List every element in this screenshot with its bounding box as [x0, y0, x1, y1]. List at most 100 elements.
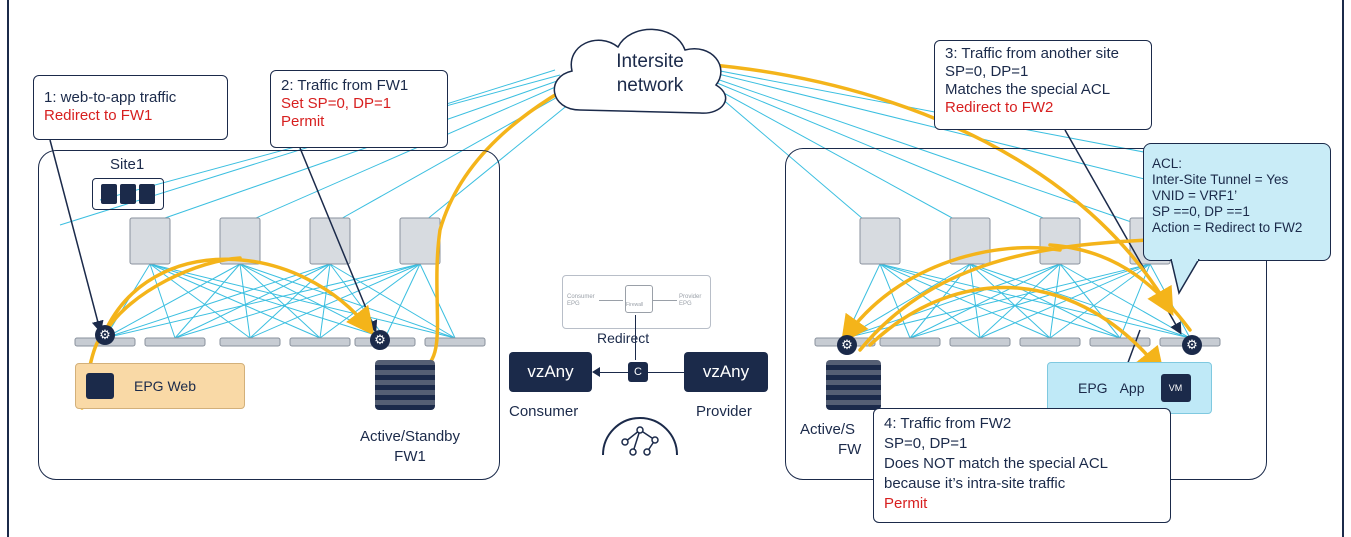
fabric-link [969, 263, 1051, 339]
cloud-line2: network [616, 75, 684, 96]
fabric-link [879, 263, 1121, 339]
gear-icon: ⚙ [95, 325, 115, 345]
apic-cluster-icon [92, 178, 164, 210]
callout4-line3: Does NOT match the special ACL [884, 455, 1108, 472]
fabric-link [969, 263, 1191, 339]
callout-4: 4: Traffic from FW2 SP=0, DP=1 Does NOT … [873, 408, 1171, 523]
fabric-link [1049, 263, 1151, 339]
spine-switch [309, 217, 351, 265]
leaf-switch [1019, 337, 1081, 347]
fabric-link [319, 263, 331, 339]
contract-icon: C [628, 362, 648, 382]
cloud-line1: Intersite [616, 51, 684, 72]
fabric-link [104, 263, 151, 339]
fw2-line1: Active/S [800, 421, 856, 438]
graph-provider-label: Provider EPG [679, 294, 702, 307]
fabric-link [104, 263, 331, 339]
callout2-pointer [299, 147, 378, 333]
firewall-node-icon [625, 285, 653, 313]
firewall-fw2-icon [826, 360, 881, 410]
acl-line3: VNID = VRF1’ [1152, 188, 1238, 203]
fw1-label: Active/Standby FW1 [340, 427, 480, 467]
epg-web-label: EPG Web [134, 378, 196, 394]
leaf-switch [219, 337, 281, 347]
leaf-switch [289, 337, 351, 347]
vm-icon [86, 373, 114, 399]
graph-consumer-label: Consumer EPG [567, 294, 595, 307]
consumer-label: Consumer [509, 403, 579, 420]
firewall-fw1-icon [375, 360, 435, 410]
leaf-switch [144, 337, 206, 347]
callout2-line1: 2: Traffic from FW1 [281, 77, 409, 94]
nexus-dashboard-icon [602, 417, 678, 456]
fabric-link [979, 263, 1151, 339]
acl-line4: SP ==0, DP ==1 [1152, 204, 1250, 219]
epg-app: EPG App VM [1047, 362, 1212, 414]
path-fw1-to-intersite [418, 68, 602, 372]
fabric-link [174, 263, 421, 339]
service-graph-box: Consumer EPG Firewall Provider EPG [562, 275, 711, 329]
fabric-link [879, 263, 1191, 339]
fw2-line2: FW [838, 441, 862, 458]
fabric-link [1059, 263, 1191, 339]
fabric-link [879, 263, 1051, 339]
vzany-consumer-box: vzAny [509, 352, 592, 392]
callout2-line3: Permit [281, 113, 325, 130]
fabric-link [384, 263, 421, 339]
fabric-link [174, 263, 241, 339]
cloud-label: Intersite network [605, 50, 695, 98]
fabric-link [319, 263, 421, 339]
leaf-switch [424, 337, 486, 347]
site1-label: Site1 [110, 156, 145, 173]
fabric-link [879, 263, 911, 339]
graph-firewall-label: Firewall [626, 302, 644, 308]
vzany-provider-box: vzAny [684, 352, 768, 392]
callout4-line4: because it’s intra-site traffic [884, 475, 1066, 492]
path-spine-to-leaf [1048, 243, 1192, 332]
fw1-line1: Active/Standby [359, 428, 461, 445]
gear-icon: ⚙ [370, 330, 390, 350]
fabric-link [249, 263, 421, 339]
fabric-link [979, 263, 1061, 339]
acl-callout-tail [1170, 259, 1200, 295]
callout4-line2: SP=0, DP=1 [884, 435, 968, 452]
path-leaf-to-spine [102, 256, 242, 336]
callout3-line3: Matches the special ACL [945, 81, 1111, 98]
callout-1: 1: web-to-app traffic Redirect to FW1 [33, 75, 228, 140]
fabric-link [239, 263, 321, 339]
vm-icon: VM [1160, 374, 1191, 402]
fabric-link [969, 263, 1121, 339]
fabric-link [239, 263, 456, 339]
acl-line2: Inter-Site Tunnel = Yes [1152, 172, 1289, 187]
callout-3: 3: Traffic from another site SP=0, DP=1 … [934, 40, 1152, 130]
spine-switch [129, 217, 171, 265]
fabric-link [239, 263, 251, 339]
spine-switch [1039, 217, 1081, 265]
callout2-line2: Set SP=0, DP=1 [281, 95, 392, 112]
acl-line1: ACL: [1152, 156, 1183, 171]
fabric-link [1049, 263, 1061, 339]
provider-label: Provider [696, 403, 752, 420]
fabric-link [1059, 263, 1121, 339]
fabric-link [249, 263, 331, 339]
gear-icon: ⚙ [1182, 335, 1202, 355]
callout1-line2: Redirect to FW1 [44, 107, 153, 124]
path-return [858, 238, 1152, 352]
fabric-link [909, 263, 1061, 339]
acl-line5: Action = Redirect to FW2 [1152, 220, 1303, 235]
callout3-line2: SP=0, DP=1 [945, 63, 1029, 80]
callout1-pointer [49, 139, 104, 333]
fabric-link [1119, 263, 1151, 339]
fabric-link [149, 263, 251, 339]
fabric-link [909, 263, 1151, 339]
fabric-link [969, 263, 981, 339]
callout3-line4: Redirect to FW2 [945, 99, 1054, 116]
redirect-label: Redirect [597, 330, 650, 346]
path-leaf-to-fw2 [840, 245, 1062, 344]
callout4-line5: Permit [884, 495, 928, 512]
intersite-cloud-icon [553, 28, 727, 114]
spine-switch [219, 217, 261, 265]
contract-arrowhead [592, 367, 600, 377]
fw1-line2: FW1 [394, 448, 426, 465]
epg-app-label1: EPG [1078, 380, 1108, 396]
